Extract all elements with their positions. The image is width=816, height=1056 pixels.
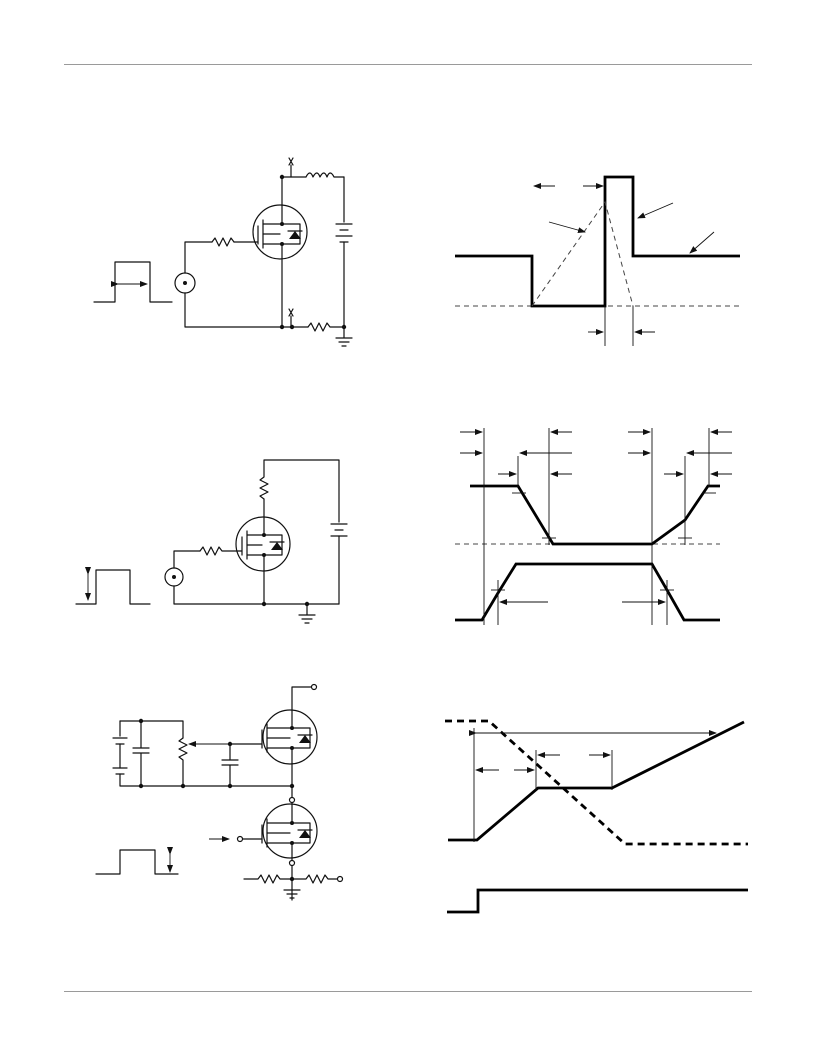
gate-resistor-symbol <box>199 546 243 556</box>
gate-pulse-waveform <box>95 849 179 875</box>
gate-current-step-waveform <box>447 888 748 914</box>
gate-charge-test-circuit <box>95 683 344 901</box>
load-resistor-symbol <box>259 459 340 523</box>
switching-time-test-circuit <box>75 459 348 624</box>
mosfet-lower-symbol <box>261 802 318 859</box>
header-rule <box>64 64 752 65</box>
bvdss-pointer-arrow <box>637 202 674 219</box>
gate-pulse-waveform <box>93 261 173 303</box>
vdd-pointer-arrow <box>689 231 715 254</box>
mosfet-symbol <box>235 516 291 572</box>
mosfet-upper-symbol <box>261 709 318 765</box>
ground-symbol <box>335 326 353 347</box>
battery-symbol <box>330 523 348 537</box>
unclamped-inductive-waveforms <box>455 175 740 346</box>
drain-voltage-dashed-waveform <box>445 719 748 846</box>
capacitor-symbol-2 <box>221 743 239 787</box>
footer-rule <box>64 991 752 992</box>
unclamped-inductive-test-circuit <box>93 157 353 347</box>
potentiometer-symbol <box>178 737 188 787</box>
current-sense-resistor-symbol <box>243 874 293 884</box>
ground-symbol <box>298 603 316 624</box>
gate-voltage-waveform <box>448 720 745 842</box>
mosfet-symbol <box>252 204 308 260</box>
sense-resistor-symbol <box>307 322 345 332</box>
ground-symbol <box>283 889 301 899</box>
inductor-symbol <box>305 172 345 178</box>
output-resistor-symbol <box>291 874 338 884</box>
capacitor-symbol <box>132 720 150 787</box>
switching-time-waveforms <box>455 428 732 625</box>
input-voltage-waveform <box>455 562 720 622</box>
drain-current-dashed-ramp <box>531 200 634 307</box>
battery-symbol <box>335 223 353 243</box>
gate-resistor-symbol <box>211 237 235 247</box>
output-voltage-waveform <box>470 484 720 546</box>
drain-voltage-waveform <box>455 175 740 308</box>
gate-pulse-waveform <box>75 569 151 605</box>
gate-charge-waveforms <box>445 719 748 914</box>
ias-pointer-arrow <box>548 221 586 234</box>
